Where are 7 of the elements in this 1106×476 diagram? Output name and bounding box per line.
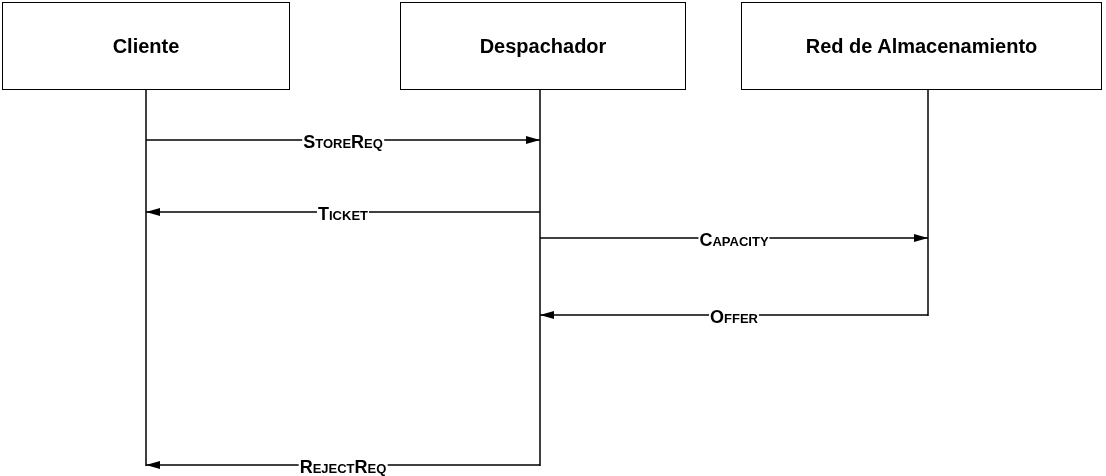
participant-name: Despachador — [479, 34, 607, 58]
message-label: StoreReq — [302, 132, 384, 152]
message-arrow — [539, 311, 929, 319]
participant-name: Cliente — [112, 34, 180, 58]
message-label: RejectReq — [298, 457, 388, 476]
participant-name: Red de Almacenamiento — [805, 34, 1038, 58]
message-arrow — [145, 208, 541, 216]
